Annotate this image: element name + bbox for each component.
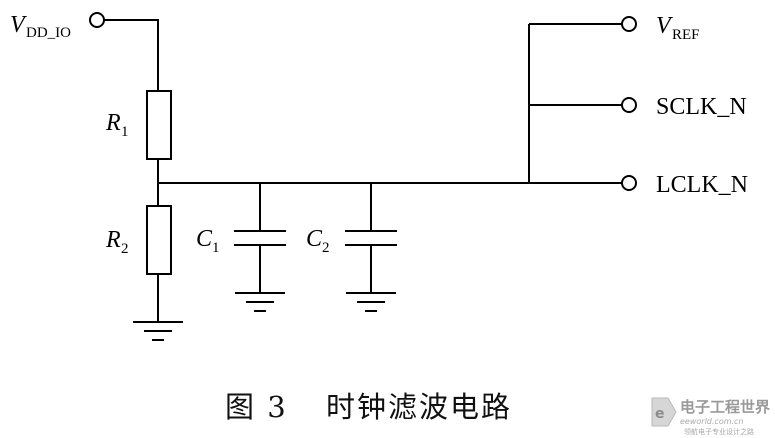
ground-symbol-c1 [235, 292, 285, 312]
svg-text:e: e [655, 406, 665, 422]
eeworld-logo-icon: e [651, 397, 677, 427]
watermark-tagline: 领航电子专业设计之路 [684, 427, 754, 436]
c1-label-symbol: C [196, 226, 213, 252]
watermark-url: eeworld.com.cn [680, 417, 744, 426]
sclk-terminal-label: SCLK_N [656, 94, 747, 120]
resistor-r2 [146, 205, 172, 275]
r2-label-subscript: 2 [121, 241, 129, 257]
lclk-terminal [621, 175, 637, 191]
vref-terminal [621, 16, 637, 32]
c2-label-symbol: C [306, 226, 323, 252]
vref-terminal-subscript: REF [672, 27, 700, 43]
c1-label-subscript: 1 [212, 240, 220, 256]
r1-label-symbol: R [105, 110, 121, 136]
eeworld-watermark: e 电子工程世界 eeworld.com.cn 领航电子专业设计之路 [651, 397, 770, 436]
r2-label-symbol: R [105, 227, 121, 253]
vref-terminal-symbol: V [656, 13, 673, 39]
vdd-terminal-subscript: DD_IO [26, 25, 71, 41]
figure-title: 时钟滤波电路 [326, 390, 512, 424]
ground-symbol-c2 [346, 292, 396, 312]
watermark-name: 电子工程世界 [680, 398, 770, 416]
vdd-terminal-symbol: V [10, 12, 27, 38]
vdd-terminal [89, 12, 105, 28]
sclk-terminal [621, 97, 637, 113]
vdd-wire [104, 19, 159, 91]
lclk-terminal-label: LCLK_N [656, 172, 748, 198]
c2-label-subscript: 2 [322, 240, 330, 256]
ground-symbol-r2 [133, 321, 183, 341]
resistor-r1 [146, 90, 172, 160]
figure-number: 图 3 [225, 390, 288, 424]
r1-label-subscript: 1 [121, 124, 129, 140]
